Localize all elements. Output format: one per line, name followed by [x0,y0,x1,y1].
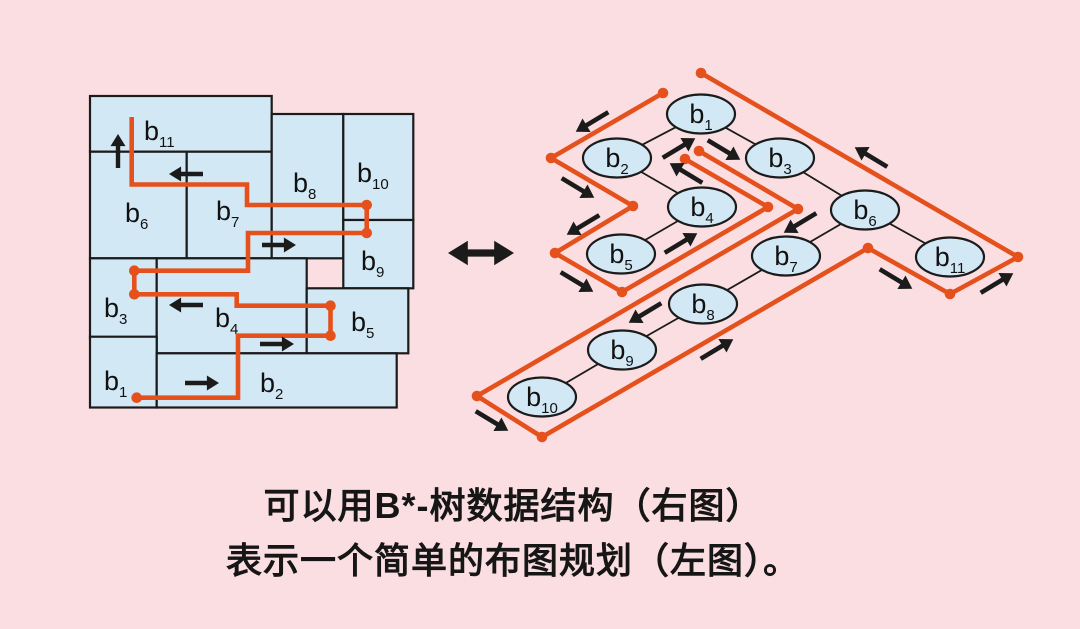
tree-node-label-b7: b7 [774,241,797,276]
tree-direction-arrow-3-head [566,221,582,235]
floorplan-block-b6 [88,150,188,260]
contour-dot [616,286,628,298]
tree-node-b7 [750,235,822,277]
floorplan-label-b9: b9 [361,246,384,281]
tree-node-label-b9: b9 [610,335,633,370]
floorplan-label-b4: b4 [215,303,238,338]
tree-node-label-b4: b4 [690,192,713,227]
tree-direction-arrow-11-head [998,273,1014,287]
tree-node-label-b10: b10 [526,382,558,417]
contour-dot [131,392,142,404]
tree-direction-arrow-5-head [680,138,696,152]
tree-node-label-b3: b3 [768,143,791,178]
tree-node-b6 [829,189,901,231]
tree-direction-arrow-9 [790,211,818,231]
tree-direction-arrow-8 [861,149,889,169]
tree-direction-arrow-15-head [493,417,509,431]
tree-node-label-b8: b8 [691,289,714,324]
tree-direction-arrow-11 [979,275,1007,295]
tree-node-b10 [506,376,578,418]
tree-node-label-b1: b1 [689,99,712,134]
floorplan-direction-arrow-6-head [206,375,219,391]
contour-dot [549,247,561,259]
tree-direction-arrow-15 [474,409,502,429]
tree-direction-arrow-14 [559,270,587,290]
tree-contour-right [472,71,1023,440]
tree-direction-arrow-7 [676,165,704,185]
floorplan-direction-arrow-3-head [283,237,296,253]
tree-node-b9 [586,329,658,371]
contour-dot [679,153,691,165]
contour-dot [361,199,373,211]
floorplan-label-b5: b5 [351,307,374,342]
tree-direction-arrow-2 [560,176,588,196]
tree-direction-arrow-13 [635,301,663,321]
tree-direction-arrow-10 [878,267,906,287]
contour-dot [471,390,483,402]
tree-direction-arrow-14-head [578,278,594,292]
tree-node-label-b11: b11 [935,242,966,277]
tree-direction-arrow-4-head [682,233,698,247]
contour-dot [792,203,804,215]
floorplan-label-b11: b11 [144,116,175,151]
floorplan-direction-arrow-2-head [169,166,182,182]
tree-direction-arrow-7-head [669,163,685,177]
floorplan-label-b7: b7 [216,196,239,231]
contour-dot [693,145,705,157]
contour-dot [695,67,707,79]
contour-dot [361,227,373,239]
floorplan-label-b1: b1 [104,366,127,401]
contour-dot [325,300,336,312]
contour-dot [627,200,639,212]
contour-dot [1012,251,1024,263]
contour-dot [536,431,548,443]
tree-direction-arrow-2-head [579,184,595,198]
tree-node-label-b6: b6 [853,195,876,230]
contour-dot [862,242,874,254]
equivalence-arrow-tail-head [448,240,468,266]
tree-node-b2 [581,137,653,179]
contour-dot [545,152,557,164]
tree-node-label-b2: b2 [605,143,628,178]
contour-dot [325,330,336,342]
contour-dot [657,87,669,99]
tree-direction-arrow-12 [699,341,727,361]
tree-node-b3 [744,137,816,179]
tree-direction-arrow-13-head [628,309,644,323]
tree-direction-arrow-6-head [725,146,741,160]
tree-direction-arrow-1 [582,110,610,130]
tree-direction-arrow-9-head [783,219,799,233]
tree-direction-arrow-4 [663,235,691,255]
tree-direction-arrow-3 [573,213,601,233]
floorplan-direction-arrow-5-head [281,336,294,352]
floorplan-label-b10: b10 [357,158,389,193]
floorplan-direction-arrow-4-head [169,297,182,313]
floorplan-label-b3: b3 [104,293,127,328]
tree-direction-arrow-5 [661,140,689,160]
tree-node-label-b5: b5 [609,239,632,274]
tree-direction-arrow-6 [706,138,734,158]
equivalence-arrow-head [494,240,514,266]
floorplan-label-b6: b6 [125,198,148,233]
caption-line-2: 表示一个简单的布图规划（左图）。 [225,540,801,581]
contour-dot [129,265,140,277]
tree-direction-arrow-10-head [897,275,913,289]
contour-dot [129,289,140,300]
contour-dot [762,201,774,213]
floorplan-direction-arrow-1-head [110,134,126,147]
tree-node-b5 [585,233,657,275]
caption-line-1: 可以用B*-树数据结构（右图） [263,485,763,526]
tree-node-b8 [667,283,739,325]
tree-node-b11 [914,236,986,278]
tree-node-b4 [666,186,738,228]
floorplan-block-b2 [155,352,398,409]
contour-dot [944,288,956,300]
tree-direction-arrow-8-head [854,147,870,161]
tree-direction-arrow-12-head [718,339,734,353]
floorplan-label-b8: b8 [293,168,316,203]
tree-direction-arrow-1-head [575,118,591,132]
tree-node-b1 [665,93,737,135]
floorplan-label-b2: b2 [260,368,283,403]
